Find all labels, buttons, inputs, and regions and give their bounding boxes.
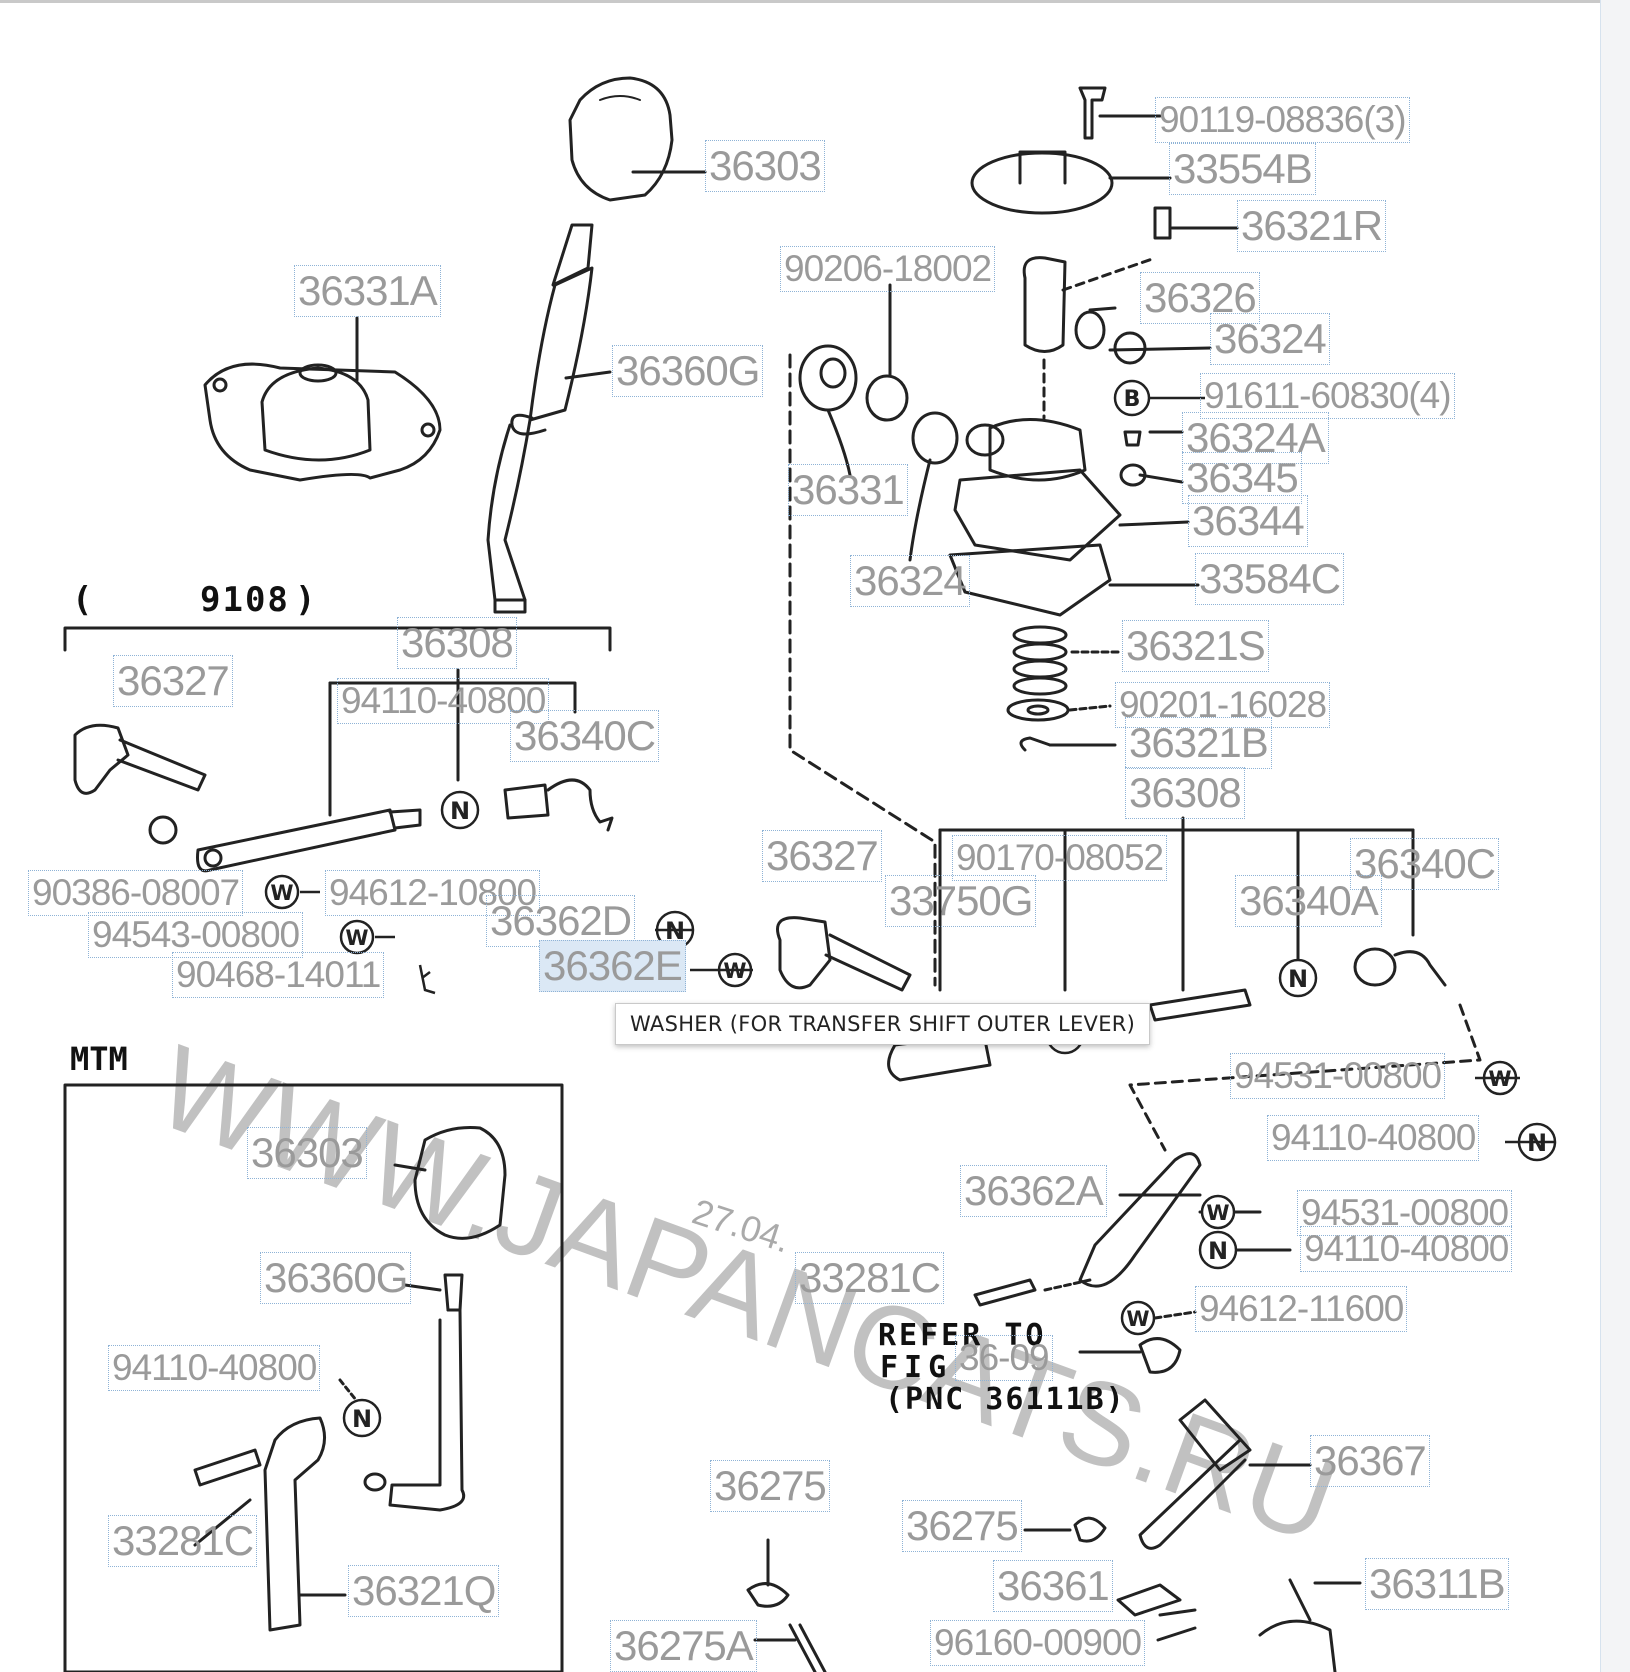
part-label[interactable]: 36308: [397, 617, 517, 669]
part-label[interactable]: 36321R: [1237, 200, 1387, 252]
part-label[interactable]: 90201-16028: [1115, 682, 1331, 728]
part-label[interactable]: 90386-08007: [28, 870, 244, 916]
part-label[interactable]: 36321Q: [348, 1565, 500, 1617]
shift-lever-drawing: [486, 223, 594, 614]
part-label[interactable]: 94110-40800: [1300, 1226, 1513, 1272]
refer-note-line2: FIG: [880, 1350, 953, 1385]
shift-knob-drawing: [568, 76, 674, 202]
part-label[interactable]: 36367: [1310, 1435, 1430, 1487]
part-label[interactable]: 36327: [762, 830, 882, 882]
part-label[interactable]: 36275: [710, 1460, 830, 1512]
part-label[interactable]: 33554B: [1169, 143, 1316, 195]
part-label[interactable]: 36331A: [294, 265, 441, 317]
part-label[interactable]: 96160-00900: [930, 1620, 1146, 1666]
part-label[interactable]: 90170-08052: [952, 835, 1168, 881]
part-label[interactable]: 90206-18002: [780, 246, 996, 292]
joint-36340c-left: [503, 778, 614, 832]
part-tooltip: WASHER (FOR TRANSFER SHIFT OUTER LEVER): [615, 1003, 1151, 1045]
part-label[interactable]: 90119-08836(3): [1155, 97, 1410, 143]
part-label[interactable]: 36303: [705, 140, 825, 192]
part-label[interactable]: 33281C: [795, 1252, 945, 1304]
part-label[interactable]: 33750G: [885, 875, 1037, 927]
part-label[interactable]: 36360G: [260, 1252, 412, 1304]
bracket-close: ): [295, 580, 316, 620]
part-label[interactable]: 91611-60830(4): [1200, 373, 1455, 419]
refer-note-line3: (PNC 36111B): [885, 1382, 1126, 1417]
part-label[interactable]: 94110-40800: [337, 678, 550, 724]
part-label[interactable]: 36311B: [1365, 1558, 1509, 1610]
part-label[interactable]: 36-09: [955, 1335, 1053, 1381]
part-label[interactable]: 36321S: [1122, 620, 1269, 672]
part-label[interactable]: 36362D: [486, 895, 636, 947]
part-label[interactable]: 90468-14011: [172, 952, 385, 998]
part-label[interactable]: 33584C: [1195, 553, 1345, 605]
browser-top-bar: [0, 0, 1630, 3]
part-label[interactable]: 36360G: [612, 345, 764, 397]
part-label[interactable]: 36327: [113, 655, 233, 707]
part-label[interactable]: 94612-10800: [325, 870, 541, 916]
part-label[interactable]: 36340C: [1350, 838, 1500, 890]
part-label[interactable]: 36345: [1182, 452, 1302, 504]
part-label[interactable]: 94110-40800: [1267, 1115, 1480, 1161]
mtm-knob: [393, 1126, 507, 1240]
part-label[interactable]: 94543-00800: [88, 912, 304, 958]
part-label[interactable]: 36275: [902, 1500, 1022, 1552]
part-label-selected[interactable]: 36362E: [539, 940, 686, 992]
part-label[interactable]: 33281C: [108, 1515, 258, 1567]
part-label[interactable]: 36340A: [1235, 875, 1382, 927]
part-label[interactable]: 94612-11600: [1195, 1286, 1408, 1332]
section-label-mtm: MTM: [70, 1040, 128, 1078]
part-label[interactable]: 36321B: [1125, 717, 1272, 769]
shift-tower-drawing: [798, 86, 1239, 752]
lever-36327-left: [73, 723, 207, 845]
part-label[interactable]: 36340C: [510, 710, 660, 762]
part-label[interactable]: 36331: [788, 464, 908, 516]
part-label[interactable]: 94531-00800: [1230, 1053, 1446, 1099]
part-label[interactable]: 36308: [1125, 767, 1245, 819]
part-label[interactable]: 36361: [993, 1560, 1113, 1612]
scrollbar-track[interactable]: [1600, 0, 1630, 1672]
part-label[interactable]: 36324A: [1182, 412, 1329, 464]
lever-36367: [1138, 1398, 1312, 1550]
part-label[interactable]: 94110-40800: [108, 1345, 321, 1391]
bracket-open: (: [72, 580, 93, 620]
part-label[interactable]: 36303: [247, 1127, 367, 1179]
mtm-box: [63, 1083, 564, 1672]
bracket-label: 9108: [200, 580, 290, 620]
part-label[interactable]: 36344: [1188, 495, 1308, 547]
part-label[interactable]: 36324: [850, 555, 970, 607]
shift-boot-drawing: [203, 362, 442, 482]
part-label[interactable]: 36324: [1210, 313, 1330, 365]
part-label[interactable]: 36275A: [610, 1620, 757, 1672]
part-label[interactable]: 36362A: [960, 1165, 1107, 1217]
